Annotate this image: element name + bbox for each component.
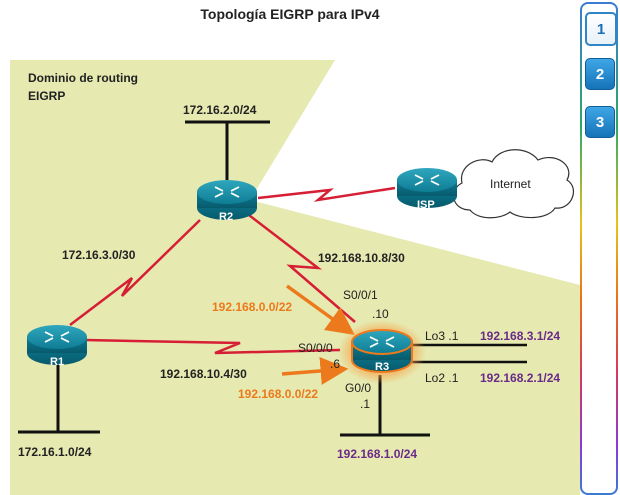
domain-label-line2: EIGRP <box>28 89 65 103</box>
lo2-label: Lo2 .1 <box>425 371 459 385</box>
router-r2-name: R2 <box>219 211 233 223</box>
step-button-1[interactable]: 1 <box>585 12 617 46</box>
step-button-3[interactable]: 3 <box>585 106 615 138</box>
page-title: Topología EIGRP para IPv4 <box>200 6 380 22</box>
router-r3-name: R3 <box>375 361 389 373</box>
r3-g00-ip: .1 <box>360 397 370 411</box>
router-arrows-icon <box>369 336 395 348</box>
link-r1-r3-label: 192.168.10.4/30 <box>160 367 247 381</box>
r3-g00-label: G0/0 <box>345 381 371 395</box>
link-r2-r3 <box>244 211 356 323</box>
router-r1-name: R1 <box>50 356 64 368</box>
r3-s000-ip: .6 <box>330 357 340 371</box>
link-r1-r3 <box>84 338 341 355</box>
router-r1[interactable]: R1 <box>27 325 87 368</box>
domain-label-line1: Dominio de routing <box>28 71 138 85</box>
internet-label: Internet <box>490 177 531 191</box>
r3-s001-label: S0/0/1 <box>343 288 378 302</box>
step-navigator: 1 2 3 <box>578 0 618 495</box>
r3-s000-label: S0/0/0 <box>298 341 333 355</box>
summary-arrow-down <box>281 356 349 385</box>
router-arrows-icon <box>414 174 440 186</box>
lan-r2 <box>185 120 270 180</box>
link-r1-r2 <box>69 219 201 326</box>
lan-r1 <box>18 365 100 434</box>
lan-r3 <box>340 375 430 437</box>
router-r2[interactable]: R2 <box>197 180 257 223</box>
link-r1-r2-label: 172.16.3.0/30 <box>62 248 136 262</box>
link-r2-isp <box>257 186 396 202</box>
eigrp-domain-area <box>10 60 580 495</box>
lo3-label: Lo3 .1 <box>425 329 459 343</box>
lo2-network: 192.168.2.1/24 <box>480 371 560 385</box>
router-isp-name: ISP <box>417 199 435 211</box>
summary-down-label: 192.168.0.0/22 <box>238 387 318 401</box>
router-r3[interactable]: R3 <box>351 329 413 373</box>
internet-cloud <box>453 149 574 219</box>
link-r2-r3-label: 192.168.10.8/30 <box>318 251 405 265</box>
r3-s001-ip: .10 <box>372 307 389 321</box>
lan-r1-label: 172.16.1.0/24 <box>18 445 92 459</box>
summary-arrow-up <box>285 284 355 336</box>
lan-r3-label: 192.168.1.0/24 <box>337 447 417 461</box>
router-isp[interactable]: ISP <box>397 168 457 211</box>
summary-up-label: 192.168.0.0/22 <box>212 300 292 314</box>
lo3-network: 192.168.3.1/24 <box>480 329 560 343</box>
step-button-2[interactable]: 2 <box>585 58 615 90</box>
topology-diagram: Dominio de routing EIGRP 172.16.2.0/24 1… <box>10 60 580 495</box>
router-arrows-icon <box>44 331 70 343</box>
lan-r2-label: 172.16.2.0/24 <box>183 103 257 117</box>
router-arrows-icon <box>214 186 240 198</box>
